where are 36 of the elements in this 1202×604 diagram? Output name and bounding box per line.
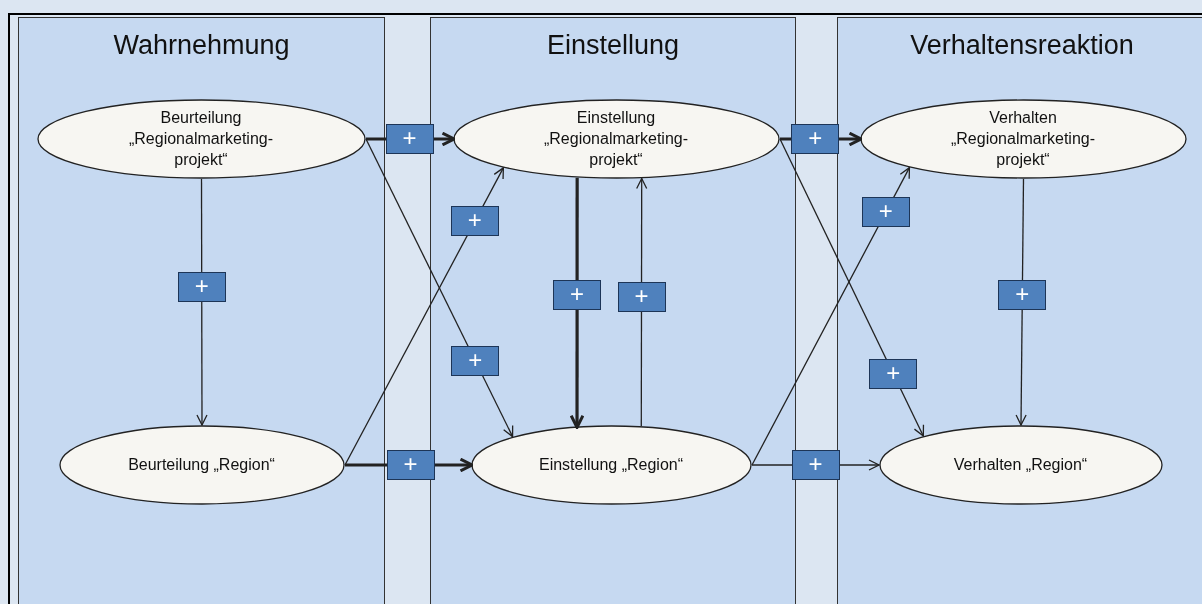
column-heading: Wahrnehmung xyxy=(113,30,290,61)
column-heading: Einstellung xyxy=(546,30,680,61)
arrow xyxy=(569,177,585,429)
edge-label: + xyxy=(385,124,434,154)
edge-label: + xyxy=(998,279,1047,310)
edge-label: + xyxy=(450,206,499,237)
node-label: Verhalten „Regionalmarketing-projekt“ xyxy=(949,108,1097,170)
column-heading: Verhaltensreaktion xyxy=(910,30,1134,61)
edge-label: + xyxy=(791,124,840,154)
node-label: Beurteilung „Regionalmarketing-projekt“ xyxy=(127,108,275,170)
edge-label: + xyxy=(617,282,666,313)
node-label: Einstellung „Regionalmarketing-projekt“ xyxy=(542,108,690,170)
edge-label: + xyxy=(553,279,602,310)
arrow xyxy=(779,138,925,437)
arrow xyxy=(751,167,911,466)
ellipse-node xyxy=(36,98,366,179)
ellipse-node xyxy=(452,98,780,179)
node-label: Verhalten „Region“ xyxy=(952,455,1089,475)
edge-label: + xyxy=(869,358,918,389)
column-panel xyxy=(430,17,796,604)
column-panel xyxy=(18,17,385,604)
ellipse-node xyxy=(859,98,1187,179)
column-panel xyxy=(837,17,1202,604)
arrow xyxy=(365,138,514,438)
edge-label: + xyxy=(386,450,435,480)
edge-label: + xyxy=(177,272,226,303)
node-label: Einstellung „Region“ xyxy=(537,455,685,475)
edge-label: + xyxy=(861,197,910,228)
arrow xyxy=(196,178,208,426)
edge-label: + xyxy=(791,450,840,480)
edge-label: + xyxy=(451,345,500,376)
arrow xyxy=(344,167,504,466)
ellipse-node xyxy=(470,424,752,505)
ellipse-node xyxy=(58,424,345,505)
node-label: Beurteilung „Region“ xyxy=(127,455,276,475)
ellipse-node xyxy=(878,424,1163,505)
